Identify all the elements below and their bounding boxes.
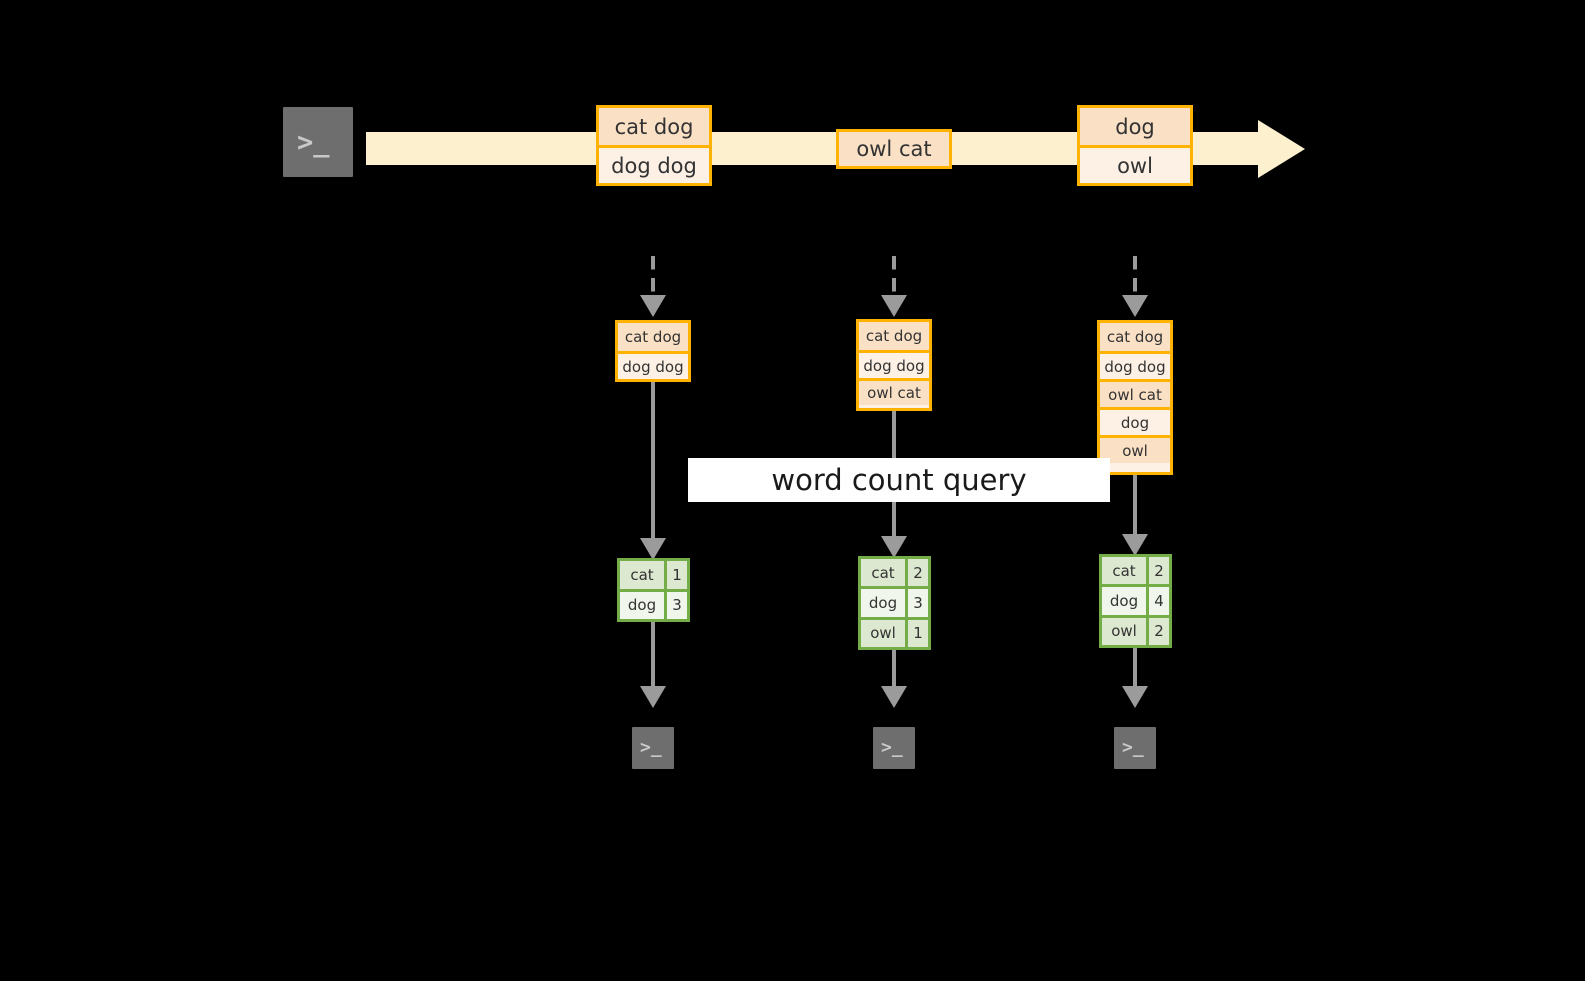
state-stack-2-line-1: cat dog	[859, 322, 929, 350]
sink-terminal-icon-2: >_	[864, 718, 924, 778]
feed-connector-2-head	[881, 295, 907, 317]
terminal-prompt-glyph: >_	[881, 737, 903, 758]
state-stack-3-line-2: dog dog	[1100, 351, 1170, 379]
table-row: dog 3	[620, 588, 687, 619]
table-row: cat 1	[620, 561, 687, 589]
state-stack-2: cat dog dog dog owl cat	[856, 319, 932, 411]
terminal-prompt-glyph: >_	[640, 737, 662, 758]
table-row: dog 4	[1102, 584, 1169, 615]
result-3-value-3: 2	[1146, 617, 1169, 645]
state-stack-1: cat dog dog dog	[615, 320, 691, 382]
result-2-key-3: owl	[861, 619, 905, 647]
state-stack-1-line-1: cat dog	[618, 323, 688, 351]
result-2-value-3: 1	[905, 619, 928, 647]
sink-terminal-icon-3: >_	[1105, 718, 1165, 778]
result-1-key-1: cat	[620, 561, 664, 589]
stream-event-2-line-1: owl cat	[839, 132, 949, 166]
feed-connector-3	[1133, 256, 1137, 300]
result-3-key-1: cat	[1102, 557, 1146, 585]
result-2-key-1: cat	[861, 559, 905, 587]
terminal-prompt-glyph: >_	[1122, 737, 1144, 758]
stream-event-1-line-2: dog dog	[599, 145, 709, 183]
table-row: cat 2	[1102, 557, 1169, 585]
stream-event-3: dog owl	[1077, 105, 1193, 186]
feed-connector-3-head	[1122, 295, 1148, 317]
result-2-value-2: 3	[905, 589, 928, 617]
result-3-key-3: owl	[1102, 617, 1146, 645]
query-label: word count query	[688, 458, 1110, 502]
result-1-key-2: dog	[620, 591, 664, 619]
query-connector-3-head	[1122, 534, 1148, 556]
feed-connector-2	[892, 256, 896, 300]
state-stack-3-line-1: cat dog	[1100, 323, 1170, 351]
table-row: owl 1	[861, 616, 928, 647]
result-table-2: cat 2 dog 3 owl 1	[858, 556, 931, 650]
result-3-key-2: dog	[1102, 587, 1146, 615]
sink-connector-1-head	[640, 686, 666, 708]
stream-arrow-head	[1258, 120, 1305, 178]
sink-connector-2-head	[881, 686, 907, 708]
stream-event-1-line-1: cat dog	[599, 108, 709, 145]
state-stack-3-line-4: dog	[1100, 407, 1170, 435]
stream-event-2: owl cat	[836, 129, 952, 169]
result-2-value-1: 2	[905, 559, 928, 587]
result-1-value-1: 1	[664, 561, 687, 589]
feed-connector-1-head	[640, 295, 666, 317]
sink-connector-1	[651, 622, 655, 694]
query-connector-1	[651, 382, 655, 550]
state-stack-3-line-3: owl cat	[1100, 379, 1170, 407]
state-stack-3-line-5: owl	[1100, 435, 1170, 463]
table-row: dog 3	[861, 586, 928, 617]
result-table-1: cat 1 dog 3	[617, 558, 690, 622]
table-row: owl 2	[1102, 614, 1169, 645]
result-table-3: cat 2 dog 4 owl 2	[1099, 554, 1172, 648]
sink-connector-3-head	[1122, 686, 1148, 708]
table-row: cat 2	[861, 559, 928, 587]
state-stack-1-line-2: dog dog	[618, 351, 688, 379]
stream-event-3-line-2: owl	[1080, 145, 1190, 183]
state-stack-3: cat dog dog dog owl cat dog owl	[1097, 320, 1173, 475]
sink-connector-2	[892, 650, 896, 694]
query-connector-1-head	[640, 538, 666, 560]
query-connector-2-head	[881, 536, 907, 558]
result-2-key-2: dog	[861, 589, 905, 617]
stream-event-1: cat dog dog dog	[596, 105, 712, 186]
result-1-value-2: 3	[664, 591, 687, 619]
result-3-value-1: 2	[1146, 557, 1169, 585]
sink-connector-3	[1133, 648, 1137, 694]
sink-terminal-icon-1: >_	[623, 718, 683, 778]
state-stack-2-line-2: dog dog	[859, 350, 929, 378]
result-3-value-2: 4	[1146, 587, 1169, 615]
terminal-prompt-glyph: >_	[297, 127, 330, 158]
stream-event-3-line-1: dog	[1080, 108, 1190, 145]
source-terminal-icon: >_	[274, 98, 362, 186]
state-stack-2-line-3: owl cat	[859, 378, 929, 405]
feed-connector-1	[651, 256, 655, 300]
query-connector-3	[1133, 475, 1137, 548]
